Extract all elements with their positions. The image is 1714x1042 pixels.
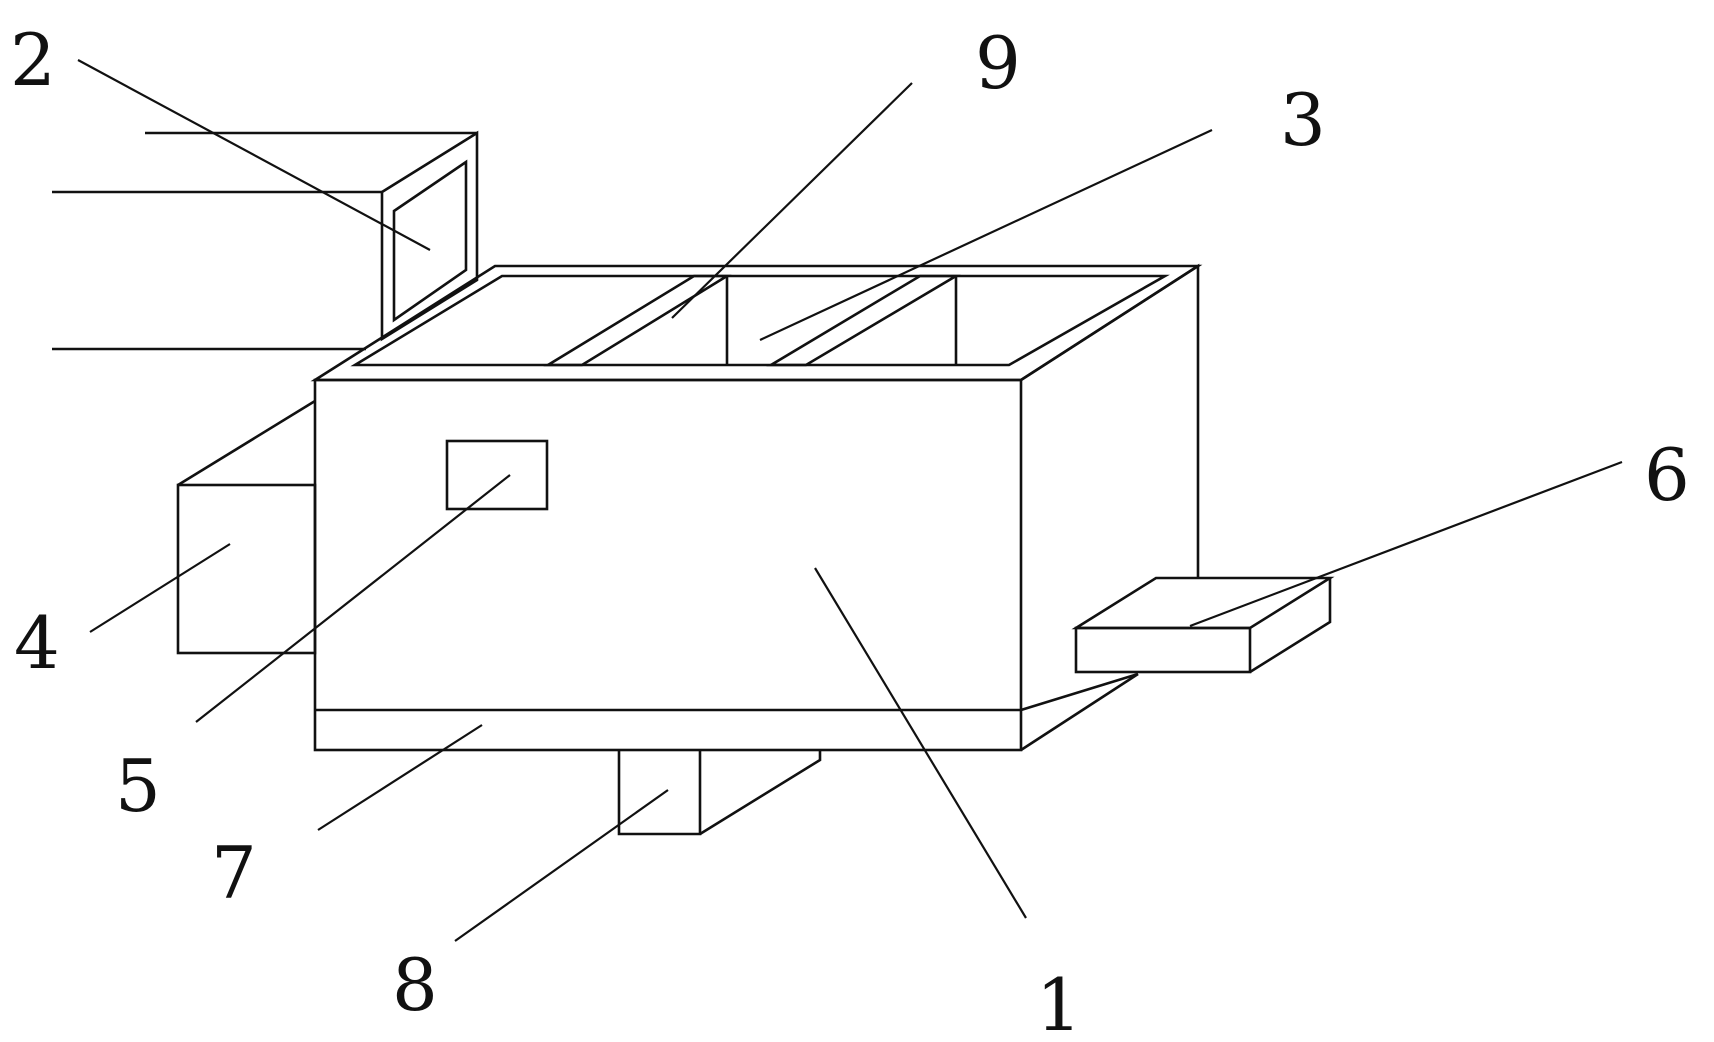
label-2: 2: [10, 18, 56, 102]
label-9: 9: [975, 21, 1021, 105]
duct-end-window: [392, 159, 468, 323]
leader-2: [77, 59, 431, 251]
side-box-front: [176, 483, 317, 655]
part-2-duct: [52, 130, 479, 351]
tank-right-base-edge: [1020, 672, 1139, 752]
part-3-9-partitions: [543, 274, 961, 367]
tank-left-back-edge: [177, 399, 316, 487]
label-5: 5: [115, 744, 161, 828]
duct-end-face: [380, 130, 479, 342]
tank-front-face: [313, 378, 1023, 752]
label-4: 4: [14, 601, 60, 685]
label-3: 3: [1280, 78, 1326, 162]
leader-5: [195, 474, 511, 723]
tank-top-rim-inner: [350, 274, 1170, 367]
leader-8: [454, 789, 669, 942]
leader-7: [317, 724, 483, 831]
part-8-support-leg: [617, 750, 822, 836]
screen-9: [543, 274, 732, 367]
part-4-side-box: [176, 483, 317, 655]
part-6-outlet-plate: [1071, 576, 1335, 674]
label-6: 6: [1644, 433, 1690, 517]
leader-lines: [77, 59, 1623, 942]
part-5-control-panel: [445, 439, 549, 511]
leader-4: [89, 543, 231, 633]
leader-9: [671, 82, 913, 319]
label-1: 1: [1036, 963, 1082, 1042]
control-panel-rect: [445, 439, 549, 511]
outlet-plate-front: [1074, 626, 1252, 674]
part-1-tank: [177, 263, 1203, 752]
screen-3: [766, 274, 961, 367]
support-leg-side: [699, 750, 822, 836]
support-leg-front: [617, 750, 702, 836]
callout-labels: 1 2 3 4 5 6 7 8 9: [10, 18, 1690, 1042]
tank-right-bottom-edge: [1020, 672, 1139, 712]
leader-3: [759, 129, 1213, 341]
leader-1: [814, 567, 1027, 919]
label-8: 8: [392, 943, 438, 1027]
label-7: 7: [211, 831, 257, 915]
outlet-plate-side: [1249, 578, 1332, 674]
tank-right-side: [1020, 263, 1200, 578]
leader-6: [1189, 460, 1623, 628]
